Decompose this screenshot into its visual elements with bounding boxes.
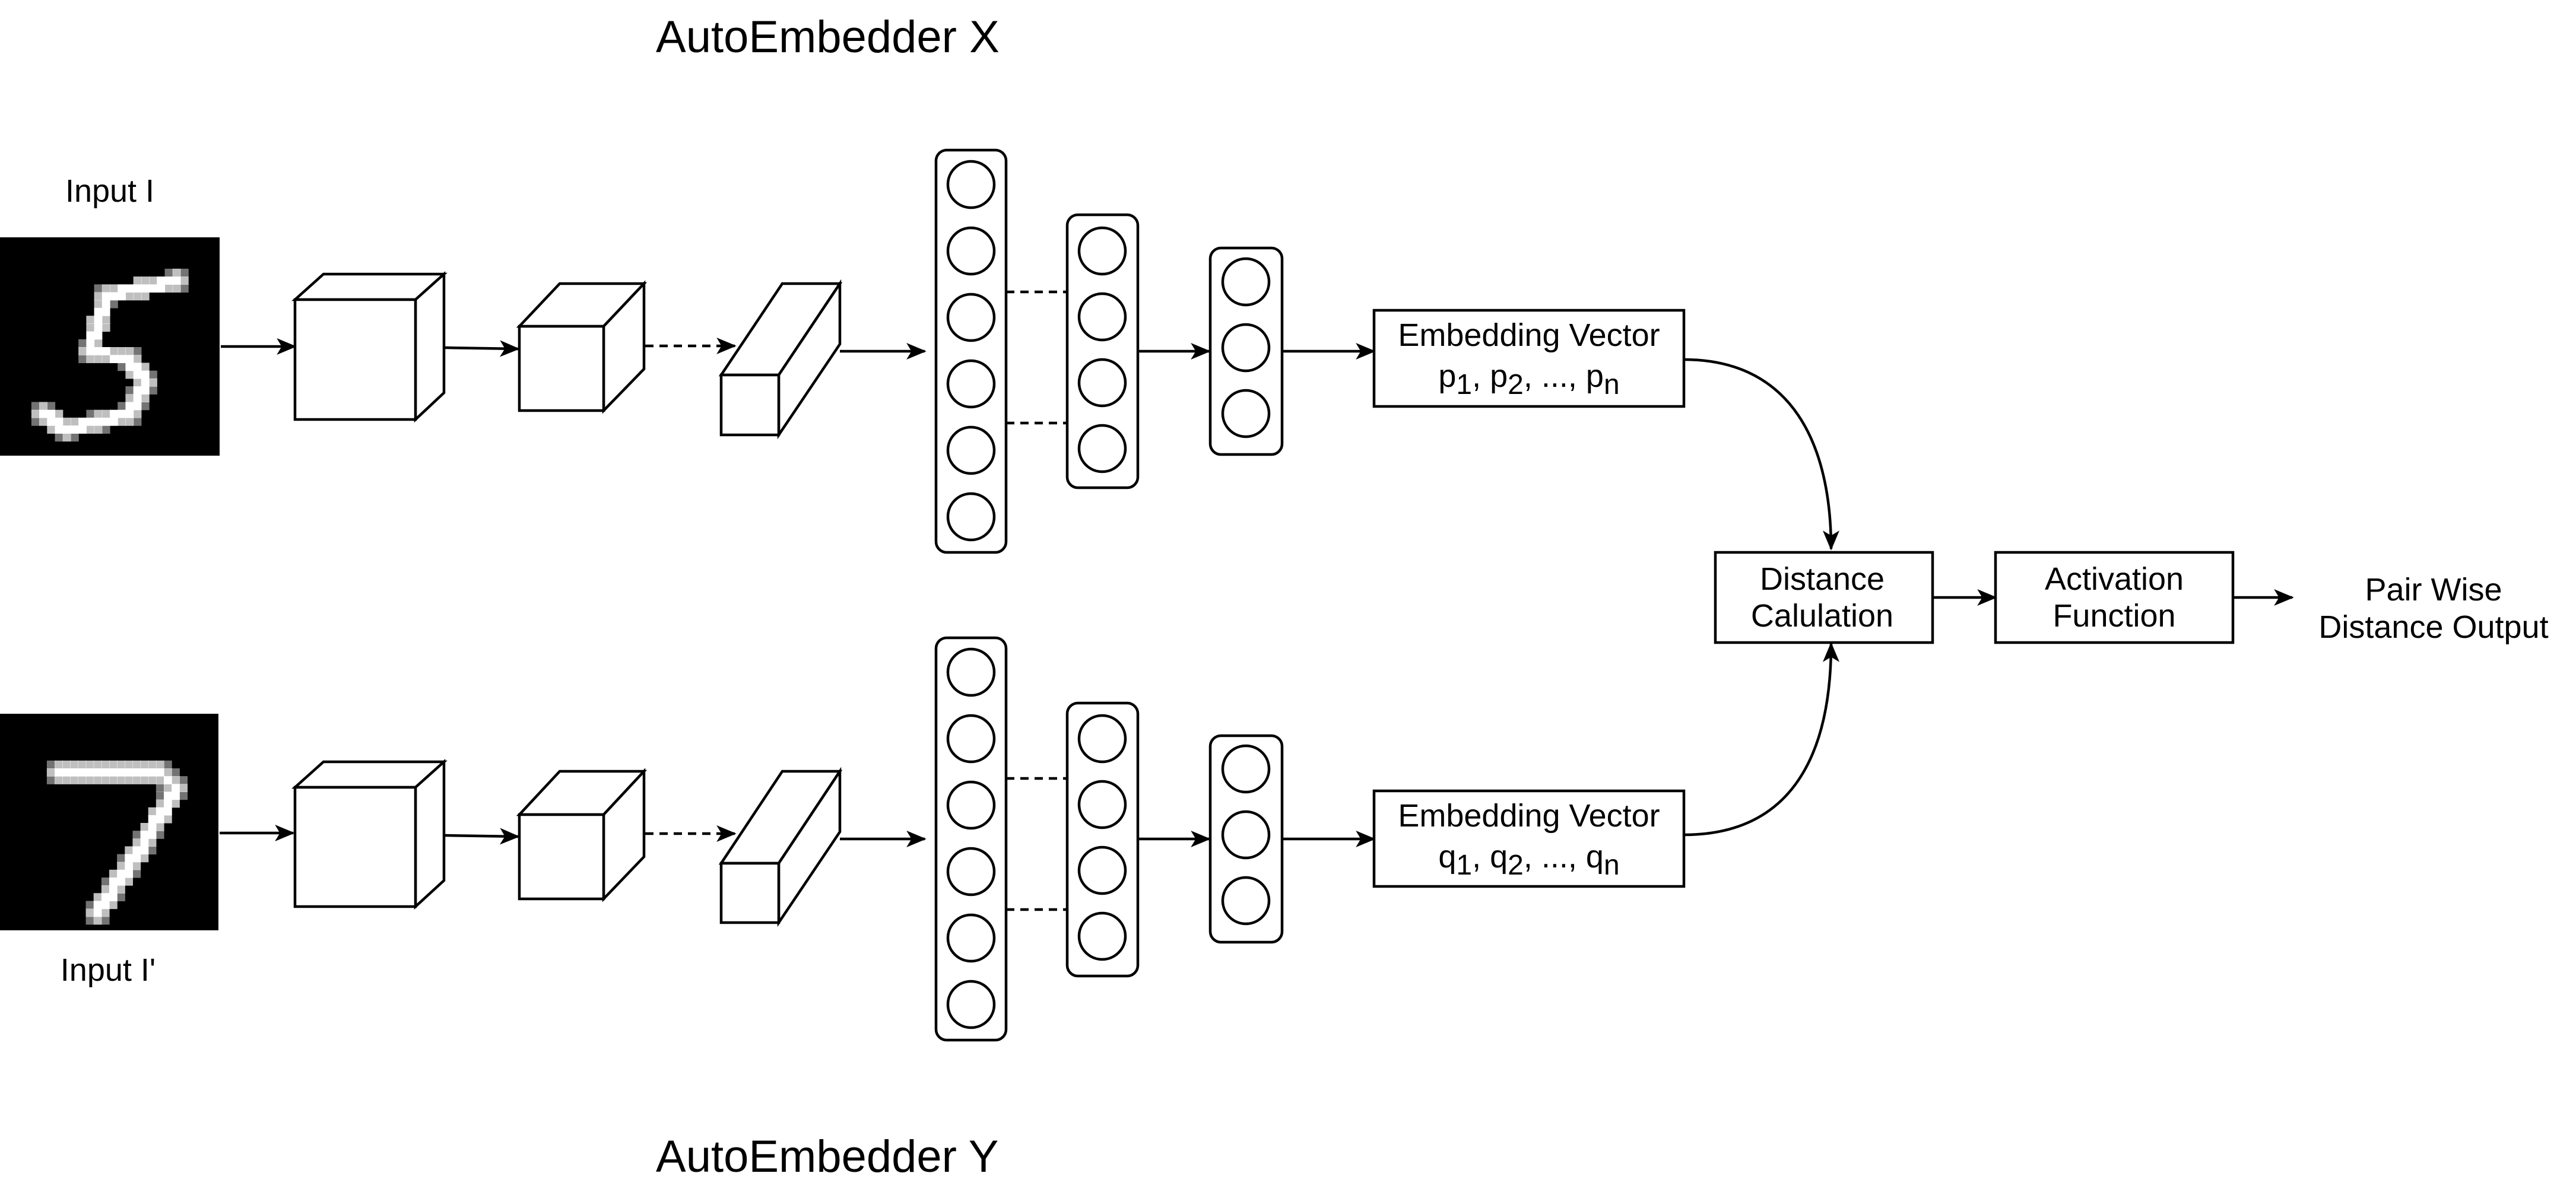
neuron [1221,810,1271,860]
branch-y-encoder: Embedding Vector q1, q2, ..., qn [220,636,1686,1042]
branch-y-title: AutoEmbedder Y [656,1131,998,1182]
neuron [1221,876,1271,926]
neuron [946,714,996,764]
dense-layer-3-x [1208,246,1284,456]
neuron [946,359,996,409]
neuron [1221,389,1271,438]
neuron [946,847,996,896]
neuron [1221,744,1271,794]
neuron [946,492,996,542]
neuron [946,293,996,342]
distance-line1: Distance [1760,561,1885,597]
conv-block-2-x [516,280,648,414]
activation-function-box: Activation Function [1994,551,2235,644]
neuron [1077,911,1127,961]
embedding-y-values: q1, q2, ..., qn [1438,839,1619,881]
conv-block-3-y [718,767,843,927]
neuron [1077,780,1127,829]
input-x-label: Input I [65,173,154,209]
embedding-x-values: p1, p2, ..., pn [1438,358,1619,400]
neuron [1077,226,1127,276]
connector-x-to-distance [1683,358,1839,551]
distance-line2: Calulation [1751,598,1893,634]
activation-line2: Function [2052,598,2175,634]
embedding-y-title: Embedding Vector [1398,798,1660,834]
dense-layer-2-x [1065,213,1140,489]
dense-layer-1-x [934,148,1008,554]
distance-calculation-box: Distance Calulation [1714,551,1934,644]
branch-x-encoder: Embedding Vector p1, p2, ..., pn [221,148,1686,554]
digit-seven-pixels [46,760,188,925]
neuron [946,425,996,475]
embedding-vector-box-x: Embedding Vector p1, p2, ..., pn [1372,309,1686,408]
conv-block-1-y [291,758,448,910]
neuron [946,980,996,1029]
neuron [946,647,996,697]
neuron [1077,358,1127,408]
input-y-label: Input I' [61,952,156,988]
neuron [1077,714,1127,764]
connector-y-to-distance [1683,642,1839,837]
neuron [1077,292,1127,342]
activation-line1: Activation [2045,561,2184,597]
neuron [946,780,996,830]
conv-block-2-y [516,768,648,902]
output-line1: Pair Wise [2365,572,2502,608]
neuron [946,160,996,209]
conv-block-1-x [291,271,448,423]
neuron [946,226,996,276]
output-line2: Distance Output [2318,609,2548,645]
branch-x-title: AutoEmbedder X [656,12,1000,62]
dense-layer-2-y [1065,701,1140,978]
dense-layer-3-y [1208,734,1284,944]
neuron [1077,424,1127,473]
neuron [1221,257,1271,307]
input-x-image [0,237,220,456]
neuron [1077,845,1127,895]
neuron [946,913,996,963]
neuron [1221,323,1271,373]
dense-layer-1-y [934,636,1008,1042]
input-y-image [0,714,218,930]
conv-block-3-x [718,279,843,440]
digit-five-pixels [31,268,189,442]
embedding-vector-box-y: Embedding Vector q1, q2, ..., qn [1372,789,1686,888]
embedding-x-title: Embedding Vector [1398,317,1660,353]
